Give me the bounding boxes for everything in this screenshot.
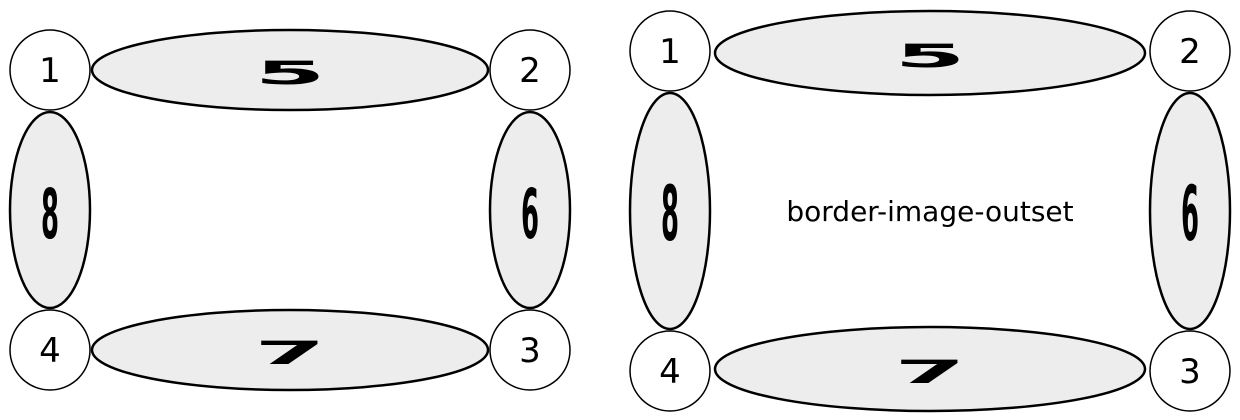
corner-top-right-circle <box>489 29 571 111</box>
corner-bottom-left-circle <box>629 330 711 412</box>
corner-bottom-right-label: 3 <box>519 331 541 371</box>
corner-top-right-label: 2 <box>519 51 541 91</box>
corner-top-right-circle <box>1149 10 1231 92</box>
corner-bottom-left-label: 4 <box>39 331 61 371</box>
edge-top-label: 5 <box>894 37 965 74</box>
edge-bottom-ellipse <box>713 325 1147 413</box>
edge-left-label: 8 <box>661 172 679 259</box>
corner-bottom-left-circle <box>9 309 91 391</box>
panel-source: 5 7 8 6 1 2 3 4 <box>8 28 572 392</box>
corner-top-left-circle <box>9 29 91 111</box>
edge-right-label: 6 <box>521 176 539 255</box>
edge-left-ellipse <box>628 91 712 331</box>
corner-bottom-left-label: 4 <box>659 352 681 392</box>
edge-right-ellipse <box>488 110 572 310</box>
edge-right-ellipse <box>1148 91 1232 331</box>
panel-outset: 5 7 8 6 1 2 3 4 border-image-outset <box>628 9 1232 413</box>
corner-top-left-label: 1 <box>39 51 61 91</box>
edge-left-ellipse <box>8 110 92 310</box>
edge-bottom-ellipse <box>90 308 490 392</box>
edge-left-label: 8 <box>41 176 59 255</box>
corner-bottom-right-label: 3 <box>1179 352 1201 392</box>
edge-top-ellipse <box>713 9 1147 97</box>
corner-bottom-right-circle <box>1149 330 1231 412</box>
edge-top-ellipse <box>90 28 490 112</box>
corner-top-left-circle <box>629 10 711 92</box>
edge-bottom-label: 7 <box>254 334 325 371</box>
edge-right-label: 6 <box>1181 172 1199 259</box>
outset-caption: border-image-outset <box>786 195 1073 228</box>
edge-top-label: 5 <box>254 54 325 91</box>
corner-bottom-right-circle <box>489 309 571 391</box>
corner-top-right-label: 2 <box>1179 32 1201 72</box>
corner-top-left-label: 1 <box>659 32 681 72</box>
edge-bottom-label: 7 <box>894 353 965 390</box>
